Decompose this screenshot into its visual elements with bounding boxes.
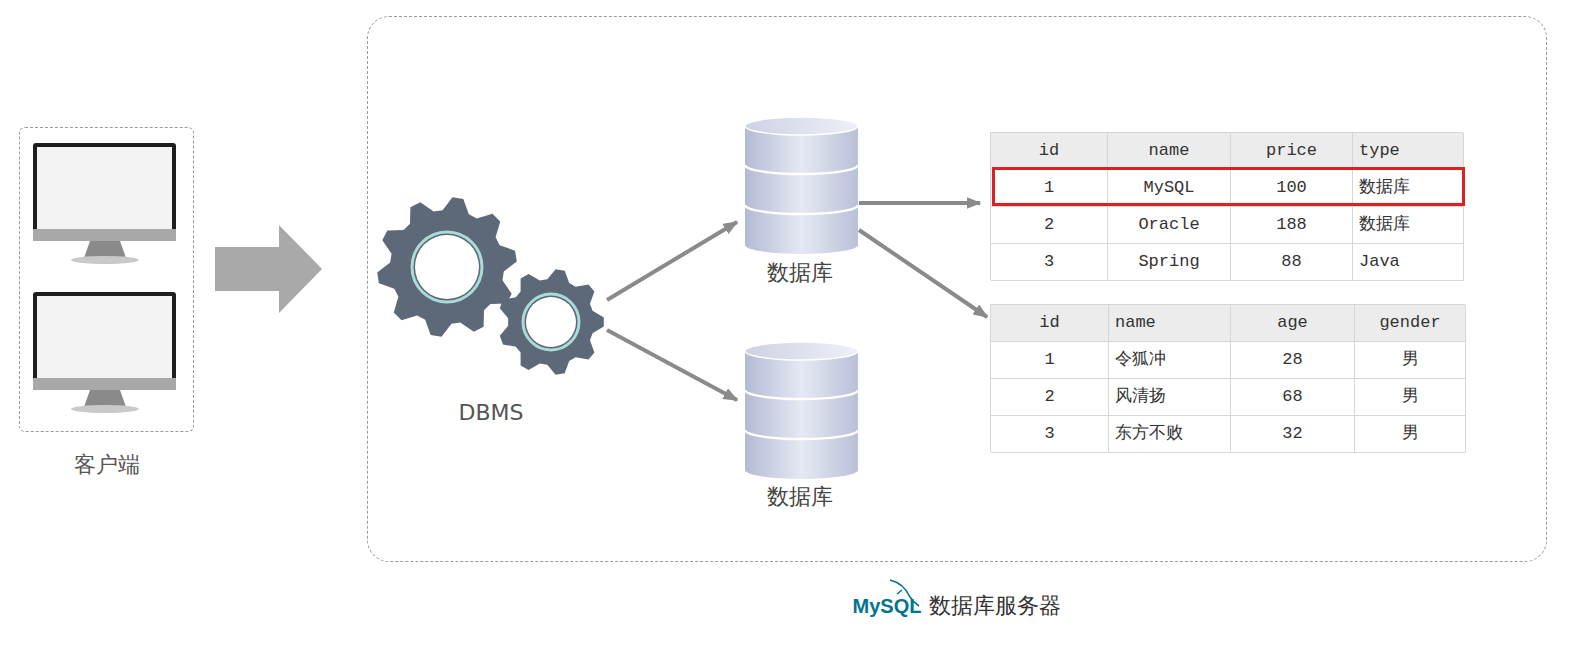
table-cell: 1 — [991, 170, 1108, 207]
dbms-engine: DBMS — [375, 195, 607, 430]
table-cell: 3 — [991, 244, 1108, 281]
table-cell: 东方不败 — [1109, 416, 1231, 453]
connector-arrow — [859, 201, 980, 205]
node-label: 数据库 — [767, 482, 833, 512]
table-cell: MySQL — [1108, 170, 1231, 207]
table-cell: 男 — [1355, 416, 1466, 453]
node-label: 数据库 — [767, 258, 833, 288]
gear-ring — [523, 294, 579, 350]
caption-text: 数据库服务器 — [929, 591, 1061, 621]
data-table: idnamepricetype 1MySQL100数据库 2Oracle188数据库… — [990, 132, 1463, 280]
database-node: 数据库 — [741, 340, 859, 515]
table-header: name — [1108, 133, 1231, 170]
table-cell: 数据库 — [1353, 207, 1464, 244]
node-label: 客户端 — [74, 450, 140, 480]
table-header: id — [991, 133, 1108, 170]
table-header: age — [1231, 305, 1355, 342]
monitor-icon — [33, 292, 176, 413]
table-cell: 2 — [991, 379, 1109, 416]
table-cell: 100 — [1231, 170, 1353, 207]
server-region: DBMS数据库数据库idnamepricetype1MySQL100数据库2Or… — [367, 16, 1547, 562]
gear-ring — [412, 232, 482, 302]
table-cell: 男 — [1355, 379, 1466, 416]
table-cell: 28 — [1231, 342, 1355, 379]
table-cell: 32 — [1231, 416, 1355, 453]
caption: MySQL 数据库服务器 — [368, 591, 1546, 621]
connector-arrow — [859, 230, 987, 317]
table-header: gender — [1355, 305, 1466, 342]
table-header: id — [991, 305, 1109, 342]
table-cell: 男 — [1355, 342, 1466, 379]
table-header: price — [1231, 133, 1353, 170]
table-cell: Java — [1353, 244, 1464, 281]
table-cell: Oracle — [1108, 207, 1231, 244]
connector-arrow — [607, 330, 737, 400]
table-cell: Spring — [1108, 244, 1231, 281]
table-cell: 令狐冲 — [1109, 342, 1231, 379]
table-cell: 风清扬 — [1109, 379, 1231, 416]
table-header: name — [1109, 305, 1231, 342]
table-cell: 数据库 — [1353, 170, 1464, 207]
table-header: type — [1353, 133, 1464, 170]
client-group: 客户端 — [19, 127, 194, 432]
database-node: 数据库 — [741, 115, 859, 290]
node-label: DBMS — [459, 400, 524, 425]
table-cell: 188 — [1231, 207, 1353, 244]
gear-hole — [526, 297, 576, 347]
table-cell: 88 — [1231, 244, 1353, 281]
gear — [377, 197, 517, 337]
data-table: idnameagegender 1令狐冲28男 2风清扬68男 3东方不败32男 — [990, 304, 1465, 452]
database-cylinder — [745, 342, 858, 479]
gear-icon — [377, 197, 604, 375]
monitor-icon — [33, 143, 176, 264]
logo-text: MySQL — [853, 595, 922, 618]
connector-arrow — [607, 222, 737, 300]
flow-arrow — [215, 225, 322, 313]
gear — [500, 269, 604, 375]
gear-hole — [415, 235, 479, 299]
table-cell: 68 — [1231, 379, 1355, 416]
table-cell: 2 — [991, 207, 1108, 244]
database-cylinder — [745, 117, 858, 254]
table-cell: 3 — [991, 416, 1109, 453]
table-cell: 1 — [991, 342, 1109, 379]
